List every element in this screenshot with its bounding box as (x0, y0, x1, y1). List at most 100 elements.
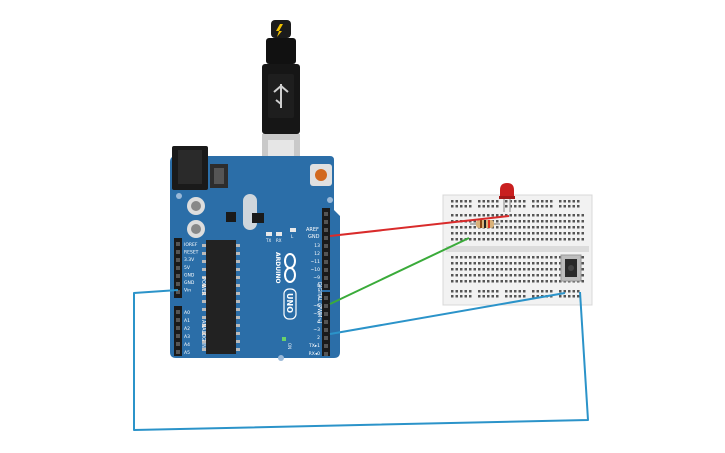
breadboard-hole[interactable] (563, 214, 567, 217)
breadboard-hole[interactable] (541, 205, 544, 208)
header-pin[interactable] (324, 304, 328, 308)
breadboard-hole[interactable] (577, 205, 580, 208)
header-pin[interactable] (176, 258, 180, 262)
breadboard-hole[interactable] (482, 280, 486, 283)
breadboard-hole[interactable] (550, 232, 553, 235)
breadboard-hole[interactable] (469, 256, 472, 259)
breadboard-hole[interactable] (581, 220, 585, 223)
breadboard-hole[interactable] (496, 205, 499, 208)
breadboard-hole[interactable] (455, 290, 459, 293)
breadboard-hole[interactable] (514, 280, 517, 283)
breadboard-hole[interactable] (550, 220, 553, 223)
breadboard-hole[interactable] (581, 274, 585, 277)
breadboard-hole[interactable] (536, 220, 540, 223)
breadboard-hole[interactable] (496, 268, 499, 271)
breadboard-hole[interactable] (491, 256, 495, 259)
breadboard-hole[interactable] (550, 262, 553, 265)
breadboard-hole[interactable] (464, 290, 468, 293)
breadboard-hole[interactable] (577, 214, 580, 217)
breadboard-hole[interactable] (473, 232, 477, 235)
breadboard-hole[interactable] (523, 238, 526, 241)
breadboard-hole[interactable] (541, 232, 544, 235)
breadboard-hole[interactable] (563, 226, 567, 229)
breadboard-hole[interactable] (518, 226, 522, 229)
wire-blue-5v[interactable] (133, 289, 589, 431)
breadboard-hole[interactable] (464, 268, 468, 271)
breadboard-hole[interactable] (536, 268, 540, 271)
breadboard-hole[interactable] (487, 238, 490, 241)
breadboard-hole[interactable] (541, 226, 544, 229)
breadboard-hole[interactable] (545, 214, 549, 217)
breadboard-hole[interactable] (563, 238, 567, 241)
breadboard-hole[interactable] (509, 295, 513, 298)
breadboard-hole[interactable] (572, 214, 576, 217)
breadboard-hole[interactable] (577, 200, 580, 203)
breadboard-hole[interactable] (577, 238, 580, 241)
breadboard-hole[interactable] (527, 274, 531, 277)
breadboard-hole[interactable] (581, 238, 585, 241)
breadboard-hole[interactable] (527, 280, 531, 283)
breadboard-hole[interactable] (568, 200, 571, 203)
breadboard-hole[interactable] (482, 262, 486, 265)
breadboard-hole[interactable] (496, 200, 499, 203)
breadboard-hole[interactable] (550, 238, 553, 241)
breadboard-hole[interactable] (532, 268, 535, 271)
breadboard-hole[interactable] (505, 290, 508, 293)
breadboard-hole[interactable] (541, 290, 544, 293)
breadboard-hole[interactable] (581, 226, 585, 229)
breadboard-hole[interactable] (527, 232, 531, 235)
breadboard-hole[interactable] (536, 295, 540, 298)
breadboard-hole[interactable] (473, 274, 477, 277)
breadboard-hole[interactable] (554, 232, 558, 235)
header-pin[interactable] (324, 268, 328, 272)
breadboard-hole[interactable] (496, 295, 499, 298)
breadboard-hole[interactable] (491, 268, 495, 271)
breadboard-hole[interactable] (509, 226, 513, 229)
breadboard-hole[interactable] (581, 262, 585, 265)
breadboard-hole[interactable] (523, 220, 526, 223)
breadboard-hole[interactable] (559, 232, 562, 235)
breadboard-hole[interactable] (536, 256, 540, 259)
breadboard-hole[interactable] (545, 232, 549, 235)
red-led[interactable] (499, 183, 515, 212)
breadboard-hole[interactable] (568, 232, 571, 235)
breadboard-hole[interactable] (514, 268, 517, 271)
breadboard-hole[interactable] (478, 232, 481, 235)
header-pin[interactable] (324, 220, 328, 224)
breadboard-hole[interactable] (518, 232, 522, 235)
breadboard-hole[interactable] (518, 262, 522, 265)
breadboard-hole[interactable] (482, 232, 486, 235)
wire-green-pin7[interactable] (329, 237, 470, 305)
breadboard-hole[interactable] (545, 226, 549, 229)
breadboard-hole[interactable] (460, 238, 463, 241)
breadboard-hole[interactable] (473, 280, 477, 283)
header-pin[interactable] (176, 318, 180, 322)
breadboard-hole[interactable] (500, 238, 504, 241)
breadboard-hole[interactable] (464, 205, 468, 208)
breadboard-hole[interactable] (482, 256, 486, 259)
breadboard-hole[interactable] (496, 256, 499, 259)
breadboard-hole[interactable] (536, 280, 540, 283)
header-pin[interactable] (324, 212, 328, 216)
breadboard-hole[interactable] (527, 256, 531, 259)
breadboard-hole[interactable] (518, 295, 522, 298)
breadboard-hole[interactable] (572, 295, 576, 298)
breadboard-hole[interactable] (491, 295, 495, 298)
breadboard-hole[interactable] (478, 205, 481, 208)
header-pin[interactable] (176, 274, 180, 278)
breadboard-hole[interactable] (496, 214, 499, 217)
header-pin[interactable] (176, 282, 180, 286)
breadboard-hole[interactable] (455, 268, 459, 271)
breadboard-hole[interactable] (469, 238, 472, 241)
breadboard-hole[interactable] (469, 200, 472, 203)
breadboard-hole[interactable] (478, 200, 481, 203)
breadboard-hole[interactable] (568, 290, 571, 293)
breadboard-hole[interactable] (568, 220, 571, 223)
breadboard-hole[interactable] (505, 226, 508, 229)
breadboard-hole[interactable] (460, 295, 463, 298)
header-pin[interactable] (324, 252, 328, 256)
breadboard-hole[interactable] (536, 262, 540, 265)
header-pin[interactable] (324, 236, 328, 240)
header-pin[interactable] (176, 242, 180, 246)
breadboard-hole[interactable] (455, 262, 459, 265)
